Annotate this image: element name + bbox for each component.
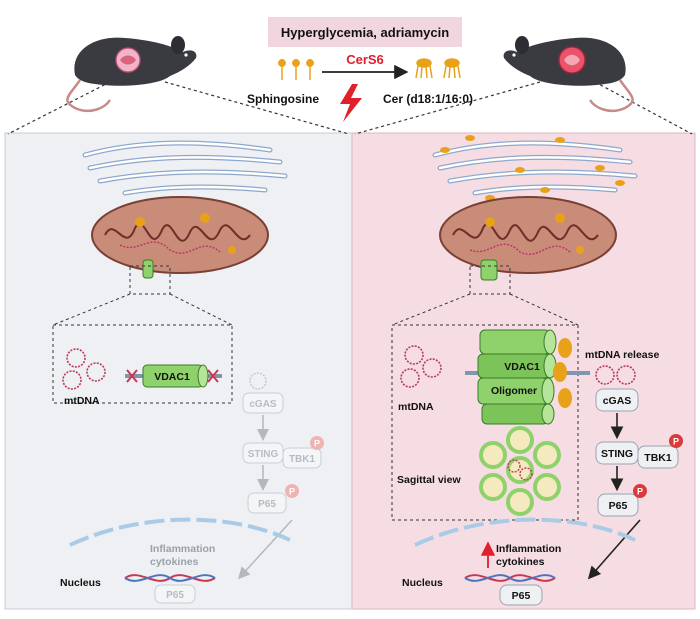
inflammation-left-line1: Inflammation bbox=[150, 543, 215, 555]
condition-box bbox=[268, 17, 462, 47]
p65-right-node bbox=[597, 493, 639, 517]
oligomer-label: Oligomer bbox=[491, 385, 537, 397]
sting-left-label: STING bbox=[248, 449, 279, 460]
p65-right-label: P65 bbox=[609, 500, 628, 512]
dna-right-icon bbox=[464, 574, 556, 582]
p65-nucleus-right-label: P65 bbox=[512, 590, 531, 602]
vdac1-left bbox=[125, 364, 222, 388]
nucleus-right-label: Nucleus bbox=[402, 577, 443, 589]
mitochondrion-left bbox=[91, 196, 269, 279]
ceramide-cluster-right bbox=[440, 135, 625, 201]
vdac1-right-label: VDAC1 bbox=[504, 361, 540, 373]
mtdna-dim-icon bbox=[249, 372, 267, 390]
phospho-left-p65 bbox=[285, 484, 299, 498]
zoom-lines-left bbox=[52, 265, 233, 404]
mtdna-release-icon bbox=[595, 365, 636, 385]
enzyme-label: CerS6 bbox=[346, 52, 384, 67]
phospho-right-tbk1-label: P bbox=[673, 437, 679, 447]
arrow-p65-nucleus-left bbox=[237, 519, 293, 580]
mitochondrion-right bbox=[439, 196, 617, 281]
cgas-right-node bbox=[595, 388, 639, 412]
p65-nucleus-left-label: P65 bbox=[166, 590, 184, 601]
phospho-right-p65 bbox=[633, 484, 647, 498]
mouse-left bbox=[66, 36, 197, 113]
phospho-right-tbk1 bbox=[669, 434, 683, 448]
mouse-right bbox=[503, 36, 634, 113]
lightning-icon bbox=[340, 84, 362, 122]
sagittal-view-icon bbox=[479, 426, 561, 516]
cgas-left-label: cGAS bbox=[249, 399, 277, 410]
nucleus-right-membrane bbox=[414, 517, 636, 547]
perspective-lines bbox=[7, 81, 693, 135]
tbk1-right-label: TBK1 bbox=[644, 452, 672, 464]
product-label: Cer (d18:1/16:0) bbox=[383, 92, 473, 106]
inflammation-right-line2: cytokines bbox=[496, 556, 545, 568]
vdac1-oligomer bbox=[465, 329, 590, 425]
vdac1-left-label: VDAC1 bbox=[154, 371, 190, 383]
er-left-inner bbox=[83, 141, 287, 195]
cgas-left-node bbox=[242, 392, 284, 414]
mtdna-left-icon bbox=[62, 348, 106, 390]
sagittal-label: Sagittal view bbox=[397, 474, 461, 486]
phospho-left-tbk1-label: P bbox=[314, 439, 320, 449]
nucleus-left-label: Nucleus bbox=[60, 577, 101, 589]
phospho-left-p65-label: P bbox=[289, 487, 295, 497]
tbk1-left-label: TBK1 bbox=[289, 454, 316, 465]
condition-label: Hyperglycemia, adriamycin bbox=[281, 25, 449, 40]
mtdna-right-icon bbox=[400, 345, 442, 388]
release-label: mtDNA release bbox=[585, 349, 659, 361]
zoom-lines-right bbox=[391, 265, 579, 521]
substrate-label: Sphingosine bbox=[247, 92, 319, 106]
ceramide-icon bbox=[415, 58, 461, 79]
p65-left-node bbox=[247, 492, 287, 514]
tbk1-left-node bbox=[282, 447, 322, 469]
cgas-right-label: cGAS bbox=[603, 395, 632, 407]
inflammation-right-line1: Inflammation bbox=[496, 543, 561, 555]
p65-nucleus-right-node bbox=[499, 584, 543, 606]
nucleus-left-membrane bbox=[69, 517, 291, 547]
tbk1-right-node bbox=[637, 445, 679, 469]
mtdna-left-label: mtDNA bbox=[64, 395, 100, 407]
arrow-p65-nucleus-right bbox=[587, 519, 641, 580]
phospho-left-tbk1 bbox=[310, 436, 324, 450]
inflammation-left-line2: cytokines bbox=[150, 556, 199, 568]
sting-right-label: STING bbox=[601, 448, 633, 460]
p65-nucleus-left-node bbox=[154, 584, 196, 604]
p65-left-label: P65 bbox=[258, 499, 276, 510]
phospho-right-p65-label: P bbox=[637, 487, 643, 497]
mtdna-right-label: mtDNA bbox=[398, 401, 434, 413]
sphingosine-icon bbox=[278, 59, 314, 80]
dna-left-icon bbox=[124, 574, 216, 582]
